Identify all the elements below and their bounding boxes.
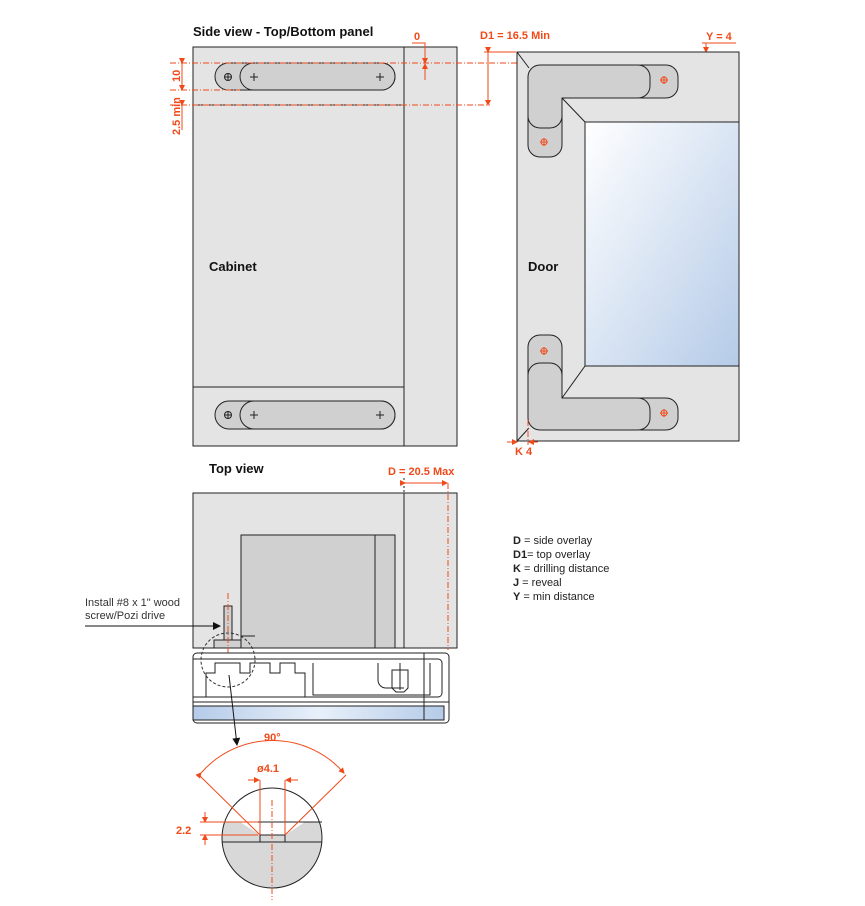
- dim-2-5-min: 2.5 min: [171, 97, 183, 135]
- dim-d: D = 20.5 Max: [388, 466, 455, 478]
- legend: D = side overlay D1= top overlay K = dri…: [513, 535, 609, 603]
- screw-note-line1: Install #8 x 1" wood: [85, 597, 180, 609]
- legend-item: Y = min distance: [513, 591, 595, 603]
- dim-10: 10: [171, 70, 183, 82]
- dim-y: Y = 4: [706, 31, 733, 43]
- screw-hole-icon: [660, 76, 668, 84]
- dim-zero: 0: [414, 31, 420, 43]
- dim-depth: 2.2: [176, 825, 191, 837]
- top-view-title: Top view: [209, 461, 265, 476]
- screw-hole-icon: [540, 138, 548, 146]
- screw-hole-icon: [540, 347, 548, 355]
- screw-hole-icon: [660, 409, 668, 417]
- cabinet-side-view: Cabinet: [192, 46, 458, 447]
- dim-diameter: ø4.1: [257, 763, 279, 775]
- screw-hole-icon: [224, 73, 232, 81]
- screw-hole-icon: [224, 411, 232, 419]
- countersink-detail: 90° ø4.1 2.2: [176, 732, 347, 900]
- side-view-title: Side view - Top/Bottom panel: [193, 24, 373, 39]
- detail-arrow: [228, 674, 241, 746]
- legend-item: K = drilling distance: [513, 563, 609, 575]
- door-label: Door: [528, 259, 558, 274]
- legend-item: J = reveal: [513, 577, 562, 589]
- top-view: [192, 492, 458, 724]
- dim-d1: D1 = 16.5 Min: [480, 30, 550, 42]
- legend-item: D1= top overlay: [513, 549, 591, 561]
- screw-note-line2: screw/Pozi drive: [85, 610, 165, 622]
- dim-angle: 90°: [264, 732, 281, 744]
- legend-item: D = side overlay: [513, 535, 593, 547]
- door-side-view: Door: [516, 51, 740, 442]
- cabinet-label: Cabinet: [209, 259, 257, 274]
- dim-k: K 4: [515, 446, 533, 458]
